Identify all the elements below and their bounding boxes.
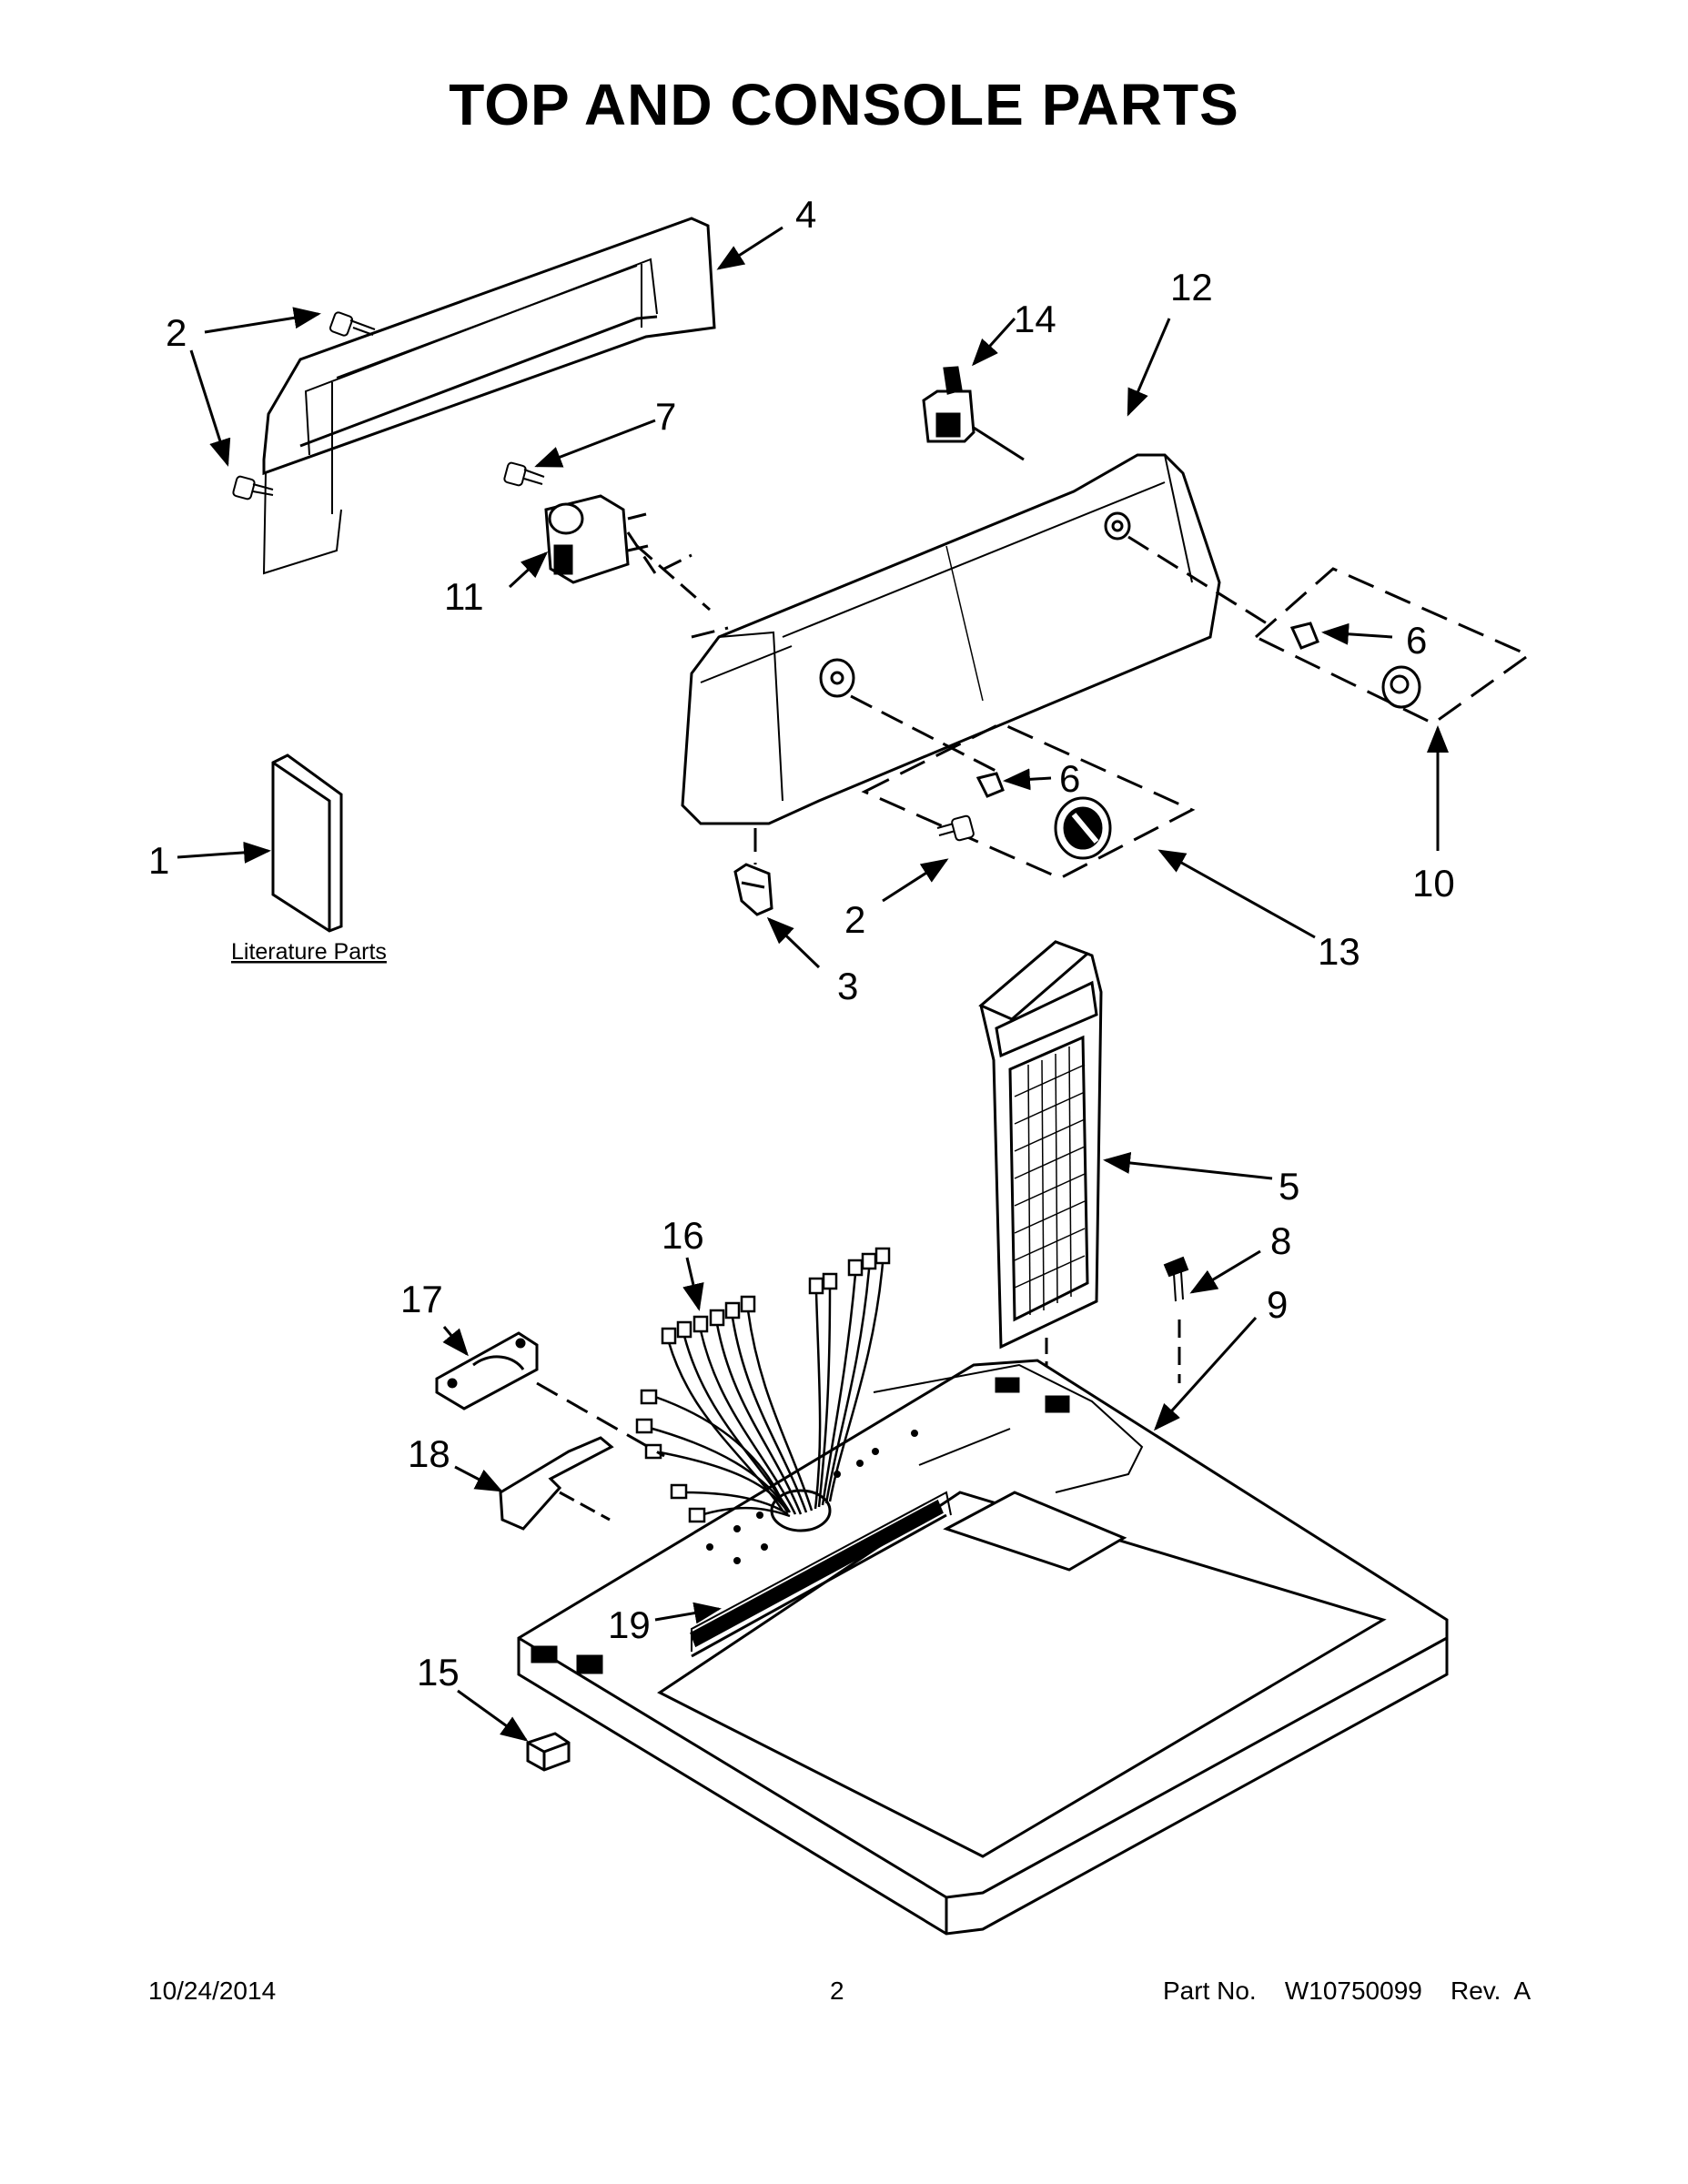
footer-page-number: 2 bbox=[830, 1977, 844, 2005]
leader-arrows bbox=[177, 226, 1449, 1742]
part-8-screw bbox=[1163, 1256, 1189, 1383]
part-16-wire-harness bbox=[635, 1247, 891, 1523]
callout-9: 9 bbox=[1267, 1283, 1288, 1326]
callout-15: 15 bbox=[417, 1651, 460, 1694]
callout-7: 7 bbox=[655, 395, 676, 438]
part-19-strip bbox=[690, 1499, 944, 1648]
part-11-timer-switch bbox=[544, 494, 711, 612]
part-1-literature bbox=[271, 753, 343, 933]
callout-11: 11 bbox=[444, 575, 484, 618]
literature-parts-label: Literature Parts bbox=[231, 939, 387, 965]
part-5-lint-screen bbox=[978, 940, 1103, 1374]
callout-13: 13 bbox=[1318, 930, 1360, 973]
part-14-connector bbox=[922, 366, 1025, 461]
part-17-bracket bbox=[435, 1331, 665, 1458]
callout-16: 16 bbox=[662, 1214, 704, 1257]
callout-10: 10 bbox=[1412, 862, 1455, 905]
callout-4: 4 bbox=[795, 193, 816, 236]
callout-numbers: 4 2 12 14 7 11 6 6 1 10 2 13 3 5 8 16 9 … bbox=[148, 193, 1455, 1694]
part-10-knob-group bbox=[1253, 567, 1532, 725]
part-3-clip bbox=[733, 863, 773, 916]
part-15-pad bbox=[526, 1732, 571, 1772]
callout-6: 6 bbox=[1059, 757, 1080, 800]
callout-2: 2 bbox=[844, 898, 865, 941]
part-number-prefix: Part No. bbox=[1163, 1977, 1257, 2005]
callout-14: 14 bbox=[1014, 298, 1056, 340]
part-12-console bbox=[681, 453, 1221, 825]
callout-6: 6 bbox=[1406, 619, 1427, 662]
part-9-top-panel bbox=[517, 1359, 1449, 1936]
callout-5: 5 bbox=[1279, 1165, 1299, 1208]
callout-18: 18 bbox=[408, 1432, 450, 1475]
part-4-console-rear-panel bbox=[262, 217, 716, 575]
assembly-dash-lines bbox=[691, 535, 1275, 864]
footer-part-number: Part No. W10750099 Rev. A bbox=[1163, 1977, 1531, 2006]
footer-date: 10/24/2014 bbox=[148, 1977, 277, 2005]
part-13-knob-group bbox=[861, 722, 1196, 880]
part-7-screw bbox=[503, 461, 545, 487]
callout-19: 19 bbox=[608, 1603, 651, 1646]
page-title: TOP AND CONSOLE PARTS bbox=[449, 72, 1239, 137]
callout-2: 2 bbox=[166, 311, 187, 354]
part-2-screw-lower bbox=[232, 475, 274, 500]
callout-17: 17 bbox=[400, 1278, 443, 1320]
part-number-value: W10750099 bbox=[1284, 1977, 1422, 2005]
callout-3: 3 bbox=[837, 965, 858, 1007]
callout-12: 12 bbox=[1170, 266, 1213, 308]
callout-8: 8 bbox=[1270, 1219, 1291, 1262]
part-2-screw-upper bbox=[329, 311, 376, 337]
callout-1: 1 bbox=[148, 839, 169, 882]
part-18-plate bbox=[499, 1436, 614, 1531]
part-2-screw-console bbox=[936, 814, 975, 842]
revision-label: Rev. A bbox=[1450, 1977, 1531, 2005]
